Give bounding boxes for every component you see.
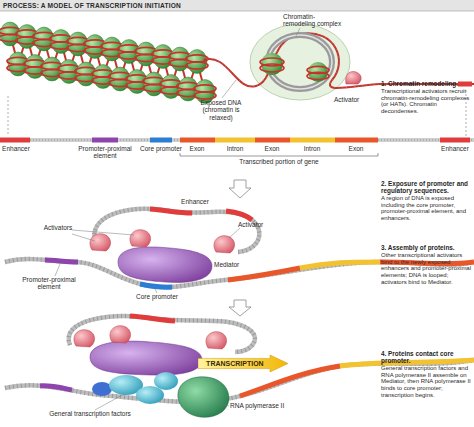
mediator-complex — [90, 341, 202, 375]
rna-polymerase — [178, 377, 229, 417]
leader-line — [55, 264, 60, 276]
step-arrow — [229, 300, 251, 316]
gene-bracket — [180, 153, 378, 156]
activator-protein — [214, 236, 235, 253]
part-label: Promoter-proximal element — [77, 145, 133, 160]
activator-protein — [110, 326, 131, 343]
step-text: Other transcriptional activators bind to… — [381, 252, 473, 286]
intron-segment — [300, 262, 380, 268]
nucleosome — [187, 50, 207, 74]
transcription-factor — [92, 382, 112, 396]
part-label: Intron — [220, 145, 250, 152]
dna-helix — [94, 209, 259, 252]
activator-protein — [90, 234, 111, 251]
exon-segment — [180, 138, 215, 143]
part-label: Enhancer — [0, 145, 32, 152]
mediator-complex — [118, 247, 212, 283]
enhancer-segment — [226, 211, 252, 220]
dna-wrap — [194, 85, 216, 92]
nucleosome — [261, 53, 283, 75]
enhancer-segment — [130, 316, 175, 321]
part-label: Promoter-proximal element — [18, 276, 80, 291]
core-promoter-segment — [150, 138, 172, 143]
enhancer-segment — [0, 138, 30, 143]
part-label: Activator — [334, 96, 374, 103]
part-label: Transcribed portion of gene — [224, 158, 334, 165]
part-label: Chromatin-remodeling complex — [283, 13, 345, 28]
part-label: Enhancer — [437, 145, 473, 152]
enhancer-segment — [150, 209, 192, 213]
dna-wrap — [260, 64, 284, 72]
step-heading: 4. Proteins contact core promoter. — [381, 350, 473, 364]
part-label: Exposed DNA (chromatin is relaxed) — [190, 99, 252, 121]
step-text: A region of DNA is exposed including the… — [381, 195, 473, 222]
leader-line — [229, 228, 240, 238]
exon-segment — [335, 138, 378, 143]
title-rule — [0, 11, 474, 12]
part-label: Activators — [36, 224, 80, 231]
arrow-body — [198, 355, 288, 372]
transcription-arrow: TRANSCRIPTION — [198, 355, 288, 372]
dna-wrap — [307, 72, 329, 79]
exon-segment — [228, 268, 300, 280]
part-label: Enhancer — [175, 198, 215, 205]
core-promoter-segment — [140, 284, 172, 287]
enhancer-segment — [458, 82, 472, 87]
title-bar — [0, 0, 474, 11]
nucleosome — [308, 62, 328, 82]
part-label: RNA polymerase II — [230, 402, 300, 409]
part-label: Intron — [297, 145, 327, 152]
exon-segment — [255, 138, 290, 143]
part-label: General transcription factors — [30, 410, 150, 417]
activator-protein — [346, 72, 362, 85]
leader-line — [72, 230, 134, 235]
dna-wrap — [194, 92, 216, 99]
step-heading: 2. Exposure of promoter and regulatory s… — [381, 180, 473, 194]
part-label: Exon — [182, 145, 212, 152]
dna-wrap — [186, 62, 208, 69]
part-label: Activator — [238, 221, 278, 228]
part-label: Mediator — [214, 261, 254, 268]
promoter-proximal-segment — [92, 138, 118, 143]
step-text: Transcriptional activators recruit chrom… — [381, 88, 473, 115]
part-label: Core promoter — [137, 145, 185, 152]
enhancer-segment — [440, 138, 470, 143]
intron-segment — [290, 138, 335, 143]
figure-title: PROCESS: A MODEL OF TRANSCRIPTION INITIA… — [3, 2, 181, 9]
transcription-factor — [154, 372, 178, 390]
leader-line — [222, 404, 229, 406]
part-label: Exon — [341, 145, 371, 152]
step-arrow — [229, 180, 251, 198]
step-heading: 1. Chromatin remodeling. — [381, 80, 473, 87]
promoter-proximal-segment — [45, 260, 78, 262]
chromatin-fiber — [0, 22, 216, 104]
leader-line — [296, 28, 300, 36]
part-label: Exon — [257, 145, 287, 152]
dna-strand — [203, 33, 474, 88]
leader-line — [155, 289, 157, 293]
arrow-label: TRANSCRIPTION — [198, 355, 272, 372]
exon-segment — [240, 366, 340, 396]
activator-protein — [206, 332, 227, 349]
intron-segment — [215, 138, 255, 143]
dna-helix — [203, 33, 474, 88]
dna-line — [0, 138, 474, 142]
step-heading: 3. Assembly of proteins. — [381, 244, 473, 251]
leader-line — [95, 394, 124, 410]
step-text: General transcription factors and RNA po… — [381, 365, 473, 399]
part-label: Core promoter — [132, 293, 182, 300]
dashed-zoom-line — [8, 96, 9, 136]
activator-protein — [130, 230, 151, 247]
promoter-proximal-segment — [40, 386, 72, 390]
dna-loop — [94, 209, 259, 252]
activator-protein — [74, 330, 95, 347]
leader-line — [72, 234, 95, 241]
leader-line — [222, 80, 236, 98]
